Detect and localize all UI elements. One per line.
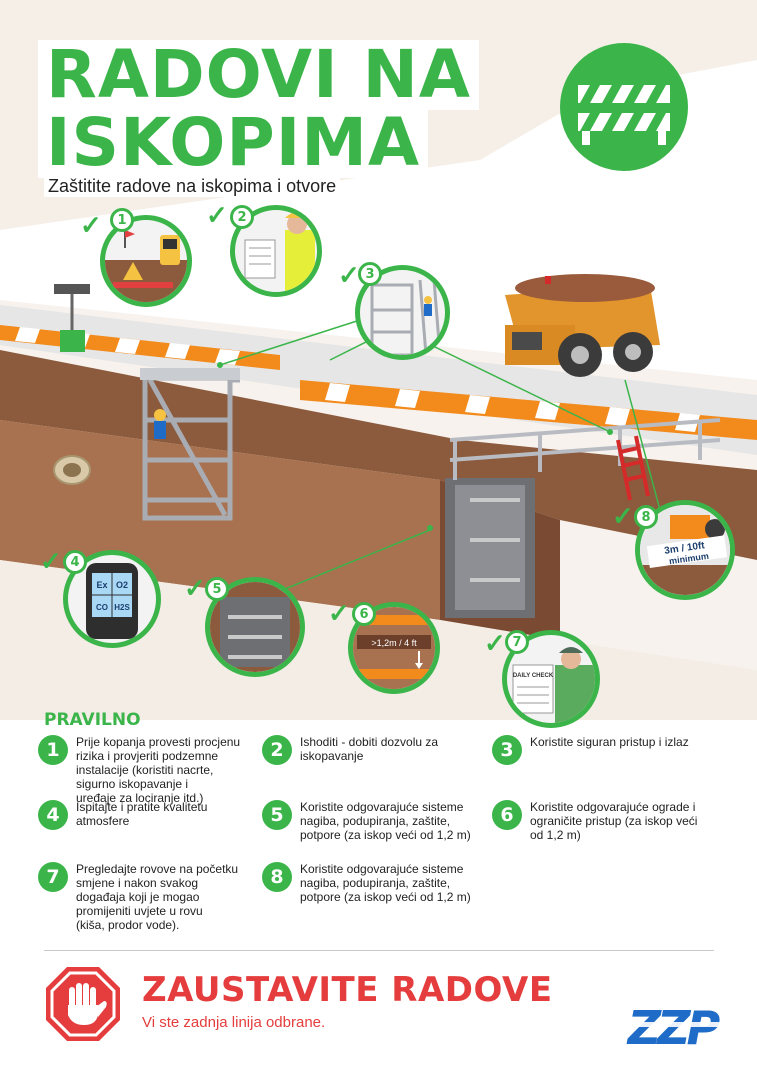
check-icon: ✓ — [484, 628, 506, 658]
rule-text: Prije kopanja provesti procjenu rizika i… — [76, 735, 241, 805]
badge-4-gas-meter: Ex O2 CO H2S — [63, 550, 161, 648]
rule-text: Ishoditi - dobiti dozvolu za iskopavanje — [300, 735, 439, 763]
rule-text: Koristite odgovarajuće sisteme nagiba, p… — [300, 862, 471, 904]
title-line-1: RADOVI NA — [38, 40, 479, 110]
underground-utilities-icon — [105, 230, 187, 302]
rule-text: Koristite odgovarajuće ograde i ograniči… — [530, 800, 698, 842]
zzp-logo: ZZP — [606, 1001, 734, 1052]
badge-number-7: 7 — [505, 630, 529, 654]
badge-2-permit — [230, 205, 322, 297]
depth-label: >1,2m / 4 ft — [371, 638, 417, 648]
gas-co-label: CO — [96, 603, 108, 612]
rule-number: 7 — [38, 862, 68, 892]
badge-number-3: 3 — [358, 262, 382, 286]
gas-detector-icon: Ex O2 CO H2S — [86, 563, 138, 639]
rule-number: 2 — [262, 735, 292, 765]
gas-o2-label: O2 — [116, 580, 128, 590]
badge-1-risk-assessment — [100, 215, 192, 307]
rule-item-1: 1 Prije kopanja provesti procjenu rizika… — [38, 735, 268, 805]
permit-worker-icon — [244, 212, 315, 292]
rule-number: 6 — [492, 800, 522, 830]
badge-number-5: 5 — [205, 577, 229, 601]
rule-item-2: 2 Ishoditi - dobiti dozvolu za iskopavan… — [262, 735, 482, 765]
gas-ex-label: Ex — [96, 580, 107, 590]
check-icon: ✓ — [206, 200, 228, 230]
rule-item-6: 6 Koristite odgovarajuće ograde i ograni… — [492, 800, 722, 842]
barrier-icon — [560, 43, 688, 171]
badge-8-distance: 3m / 10ft minimum — [635, 500, 735, 600]
rule-number: 3 — [492, 735, 522, 765]
rule-item-4: 4 Ispitajte i pratite kvalitetu atmosfer… — [38, 800, 268, 830]
check-icon: ✓ — [80, 210, 102, 240]
badge-7-inspection: DAILY CHECK — [502, 630, 600, 728]
rule-number: 1 — [38, 735, 68, 765]
title-line-2: ISKOPIMA — [38, 108, 429, 178]
stop-hand-icon — [46, 967, 120, 1041]
badge-3-safe-access — [355, 265, 450, 360]
badge-number-6: 6 — [352, 602, 376, 626]
check-icon: ✓ — [612, 501, 634, 531]
rules-heading: PRAVILNO — [44, 710, 141, 730]
rule-item-7: 7 Pregledajte rovove na početku smjene i… — [38, 862, 268, 932]
rule-item-5: 5 Koristite odgovarajuće sisteme nagiba,… — [262, 800, 492, 842]
rule-number: 8 — [262, 862, 292, 892]
rule-text: Pregledajte rovove na početku smjene i n… — [76, 862, 239, 932]
check-icon: ✓ — [328, 598, 350, 628]
rule-item-8: 8 Koristite odgovarajuće sisteme nagiba,… — [262, 862, 492, 904]
badge-number-2: 2 — [230, 205, 254, 229]
divider — [44, 950, 714, 951]
check-icon: ✓ — [184, 573, 206, 603]
badge-number-8: 8 — [634, 505, 658, 529]
gas-h2s-label: H2S — [114, 603, 130, 612]
stop-subtitle: Vi ste zadnja linija odbrane. — [142, 1014, 326, 1031]
rule-text: Ispitajte i pratite kvalitetu atmosfere — [76, 800, 208, 828]
check-icon: ✓ — [40, 546, 62, 576]
rule-number: 4 — [38, 800, 68, 830]
checklist-label: DAILY CHECK — [513, 673, 554, 679]
check-icon: ✓ — [338, 260, 360, 290]
rule-number: 5 — [262, 800, 292, 830]
stop-title: ZAUSTAVITE RADOVE — [142, 970, 553, 1010]
subtitle: Zaštitite radove na iskopima i otvore — [44, 176, 341, 197]
trench-shoring-icon — [210, 582, 300, 672]
badge-number-4: 4 — [63, 550, 87, 574]
rule-item-3: 3 Koristite siguran pristup i izlaz — [492, 735, 722, 765]
rule-text: Koristite siguran pristup i izlaz — [530, 735, 689, 749]
rule-text: Koristite odgovarajuće sisteme nagiba, p… — [300, 800, 471, 842]
badge-number-1: 1 — [110, 208, 134, 232]
